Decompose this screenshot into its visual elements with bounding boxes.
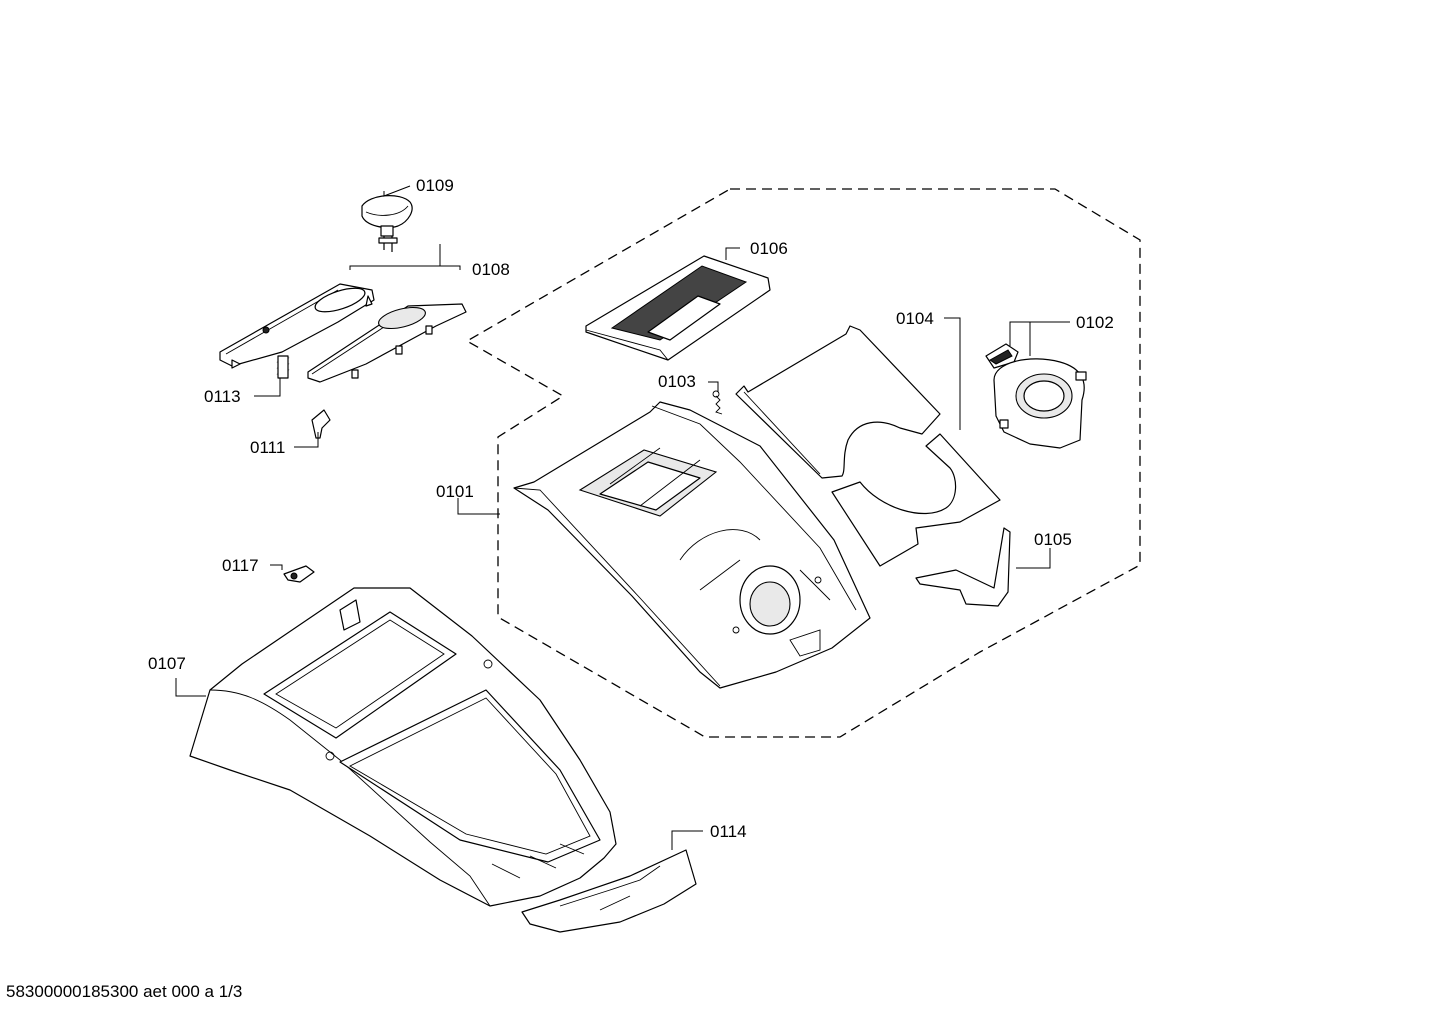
label-0113: 0113: [204, 387, 241, 406]
part-0111-clip: [311, 409, 331, 439]
label-0108: 0108: [472, 260, 510, 279]
part-0108-cover-right: [307, 303, 467, 383]
part-0102-ring: [985, 343, 1087, 449]
part-0107-lower-housing: [189, 587, 617, 907]
part-0103-spring: [712, 390, 723, 415]
part-0106-grille: [585, 255, 771, 361]
label-0103: 0103: [658, 372, 696, 391]
part-0108-cover-left: [219, 283, 375, 369]
label-0104: 0104: [896, 309, 934, 328]
label-0117: 0117: [222, 556, 259, 575]
label-0101: 0101: [436, 482, 474, 501]
label-0111: 0111: [250, 438, 285, 457]
part-0114-front-piece: [521, 849, 697, 933]
part-0113-spring: [276, 355, 290, 379]
document-footer-id: 58300000185300 aet 000 a 1/3: [6, 982, 243, 1001]
assembly-group-boundary: [465, 188, 1141, 738]
label-0105: 0105: [1034, 530, 1072, 549]
part-0104-filter-upper: [735, 325, 941, 479]
label-0102: 0102: [1076, 313, 1114, 332]
part-0105-bracket: [915, 527, 1011, 607]
label-0106: 0106: [750, 239, 788, 258]
label-0109: 0109: [416, 176, 454, 195]
label-0114: 0114: [710, 822, 747, 841]
part-0104-filter-lower: [831, 433, 1001, 567]
part-0117-latch: [283, 565, 315, 583]
part-0109-knob: [361, 195, 413, 252]
leader-lines: [175, 185, 1070, 850]
part-0101-housing: [513, 401, 871, 689]
label-0107: 0107: [148, 654, 186, 673]
